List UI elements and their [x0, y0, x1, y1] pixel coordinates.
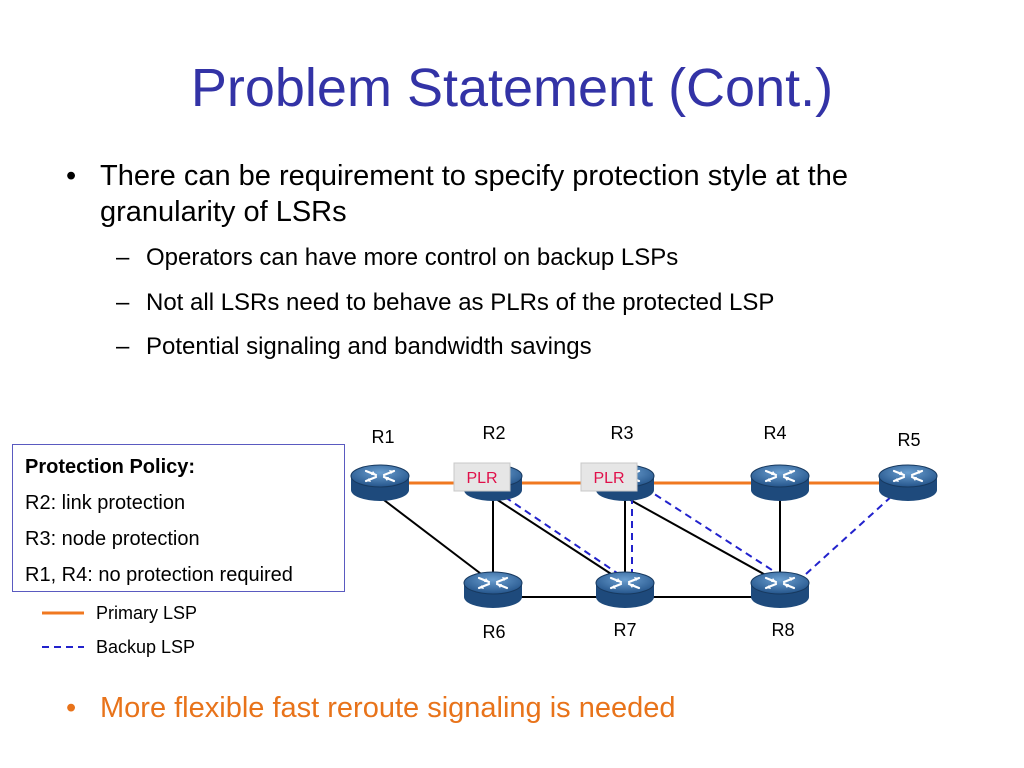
router-label-r8: R8 — [771, 620, 794, 640]
router-icon — [349, 463, 411, 503]
router-r4 — [749, 463, 811, 503]
plr-label: PLR — [593, 470, 624, 487]
policy-line-r3: R3: node protection — [25, 528, 200, 550]
plr-badge-r2: PLR — [453, 462, 511, 492]
router-r6 — [462, 570, 524, 610]
primary-line-swatch — [42, 611, 84, 615]
dash-glyph: – — [116, 289, 130, 316]
router-label-r4: R4 — [763, 423, 786, 443]
router-label-r7: R7 — [613, 620, 636, 640]
router-label-r5: R5 — [897, 430, 920, 450]
policy-line-r1-r4: R1, R4: no protection required — [25, 564, 293, 586]
router-r5 — [877, 463, 939, 503]
plr-badge-r3: PLR — [580, 462, 638, 492]
dash-glyph: – — [116, 333, 130, 360]
link-r2-r7 — [492, 496, 626, 584]
router-r3 — [594, 463, 656, 503]
router-icon — [462, 570, 524, 610]
slide-title: Problem Statement (Cont.) — [190, 58, 834, 118]
policy-heading: Protection Policy: — [25, 456, 196, 478]
router-r8 — [749, 570, 811, 610]
backup-r8-r5 — [805, 494, 894, 575]
sub-bullet-text: Potential signaling and bandwidth saving… — [146, 333, 592, 360]
sub-bullet-text: Not all LSRs need to behave as PLRs of t… — [146, 289, 775, 316]
backup-line-swatch — [42, 646, 84, 648]
router-icon — [594, 463, 656, 503]
policy-line-r2: R2: link protection — [25, 492, 186, 514]
bullet-glyph: • — [66, 692, 77, 724]
physical-links — [379, 496, 781, 598]
bullet-glyph: • — [66, 160, 77, 192]
protection-policy-box: Protection Policy: R2: link protection R… — [12, 444, 345, 592]
router-icon — [462, 463, 524, 503]
router-label-r3: R3 — [610, 423, 633, 443]
bullet-conclusion: • More flexible fast reroute signaling i… — [66, 690, 676, 726]
router-r2 — [462, 463, 524, 503]
router-label-r1: R1 — [371, 427, 394, 447]
link-r1-r6 — [379, 496, 494, 584]
router-icon — [749, 463, 811, 503]
link-r3-r8 — [624, 496, 781, 584]
router-icon — [594, 570, 656, 610]
backup-r3-r8 — [644, 487, 773, 571]
router-r7 — [594, 570, 656, 610]
legend-primary-label: Primary LSP — [96, 603, 198, 623]
legend-backup-label: Backup LSP — [96, 637, 196, 657]
router-label-r2: R2 — [482, 423, 505, 443]
bullet-main-text: There can be requirement to specify prot… — [100, 160, 848, 228]
bullet-conclusion-text: More flexible fast reroute signaling is … — [100, 692, 676, 724]
sub-bullet-text: Operators can have more control on backu… — [146, 244, 679, 271]
router-icon — [877, 463, 939, 503]
router-icon — [749, 570, 811, 610]
router-label-r6: R6 — [482, 622, 505, 642]
backup-r2-r7 — [504, 496, 621, 576]
plr-label: PLR — [466, 470, 497, 487]
backup-lsp-paths — [504, 487, 894, 576]
router-r1 — [349, 463, 411, 503]
dash-glyph: – — [116, 244, 130, 271]
